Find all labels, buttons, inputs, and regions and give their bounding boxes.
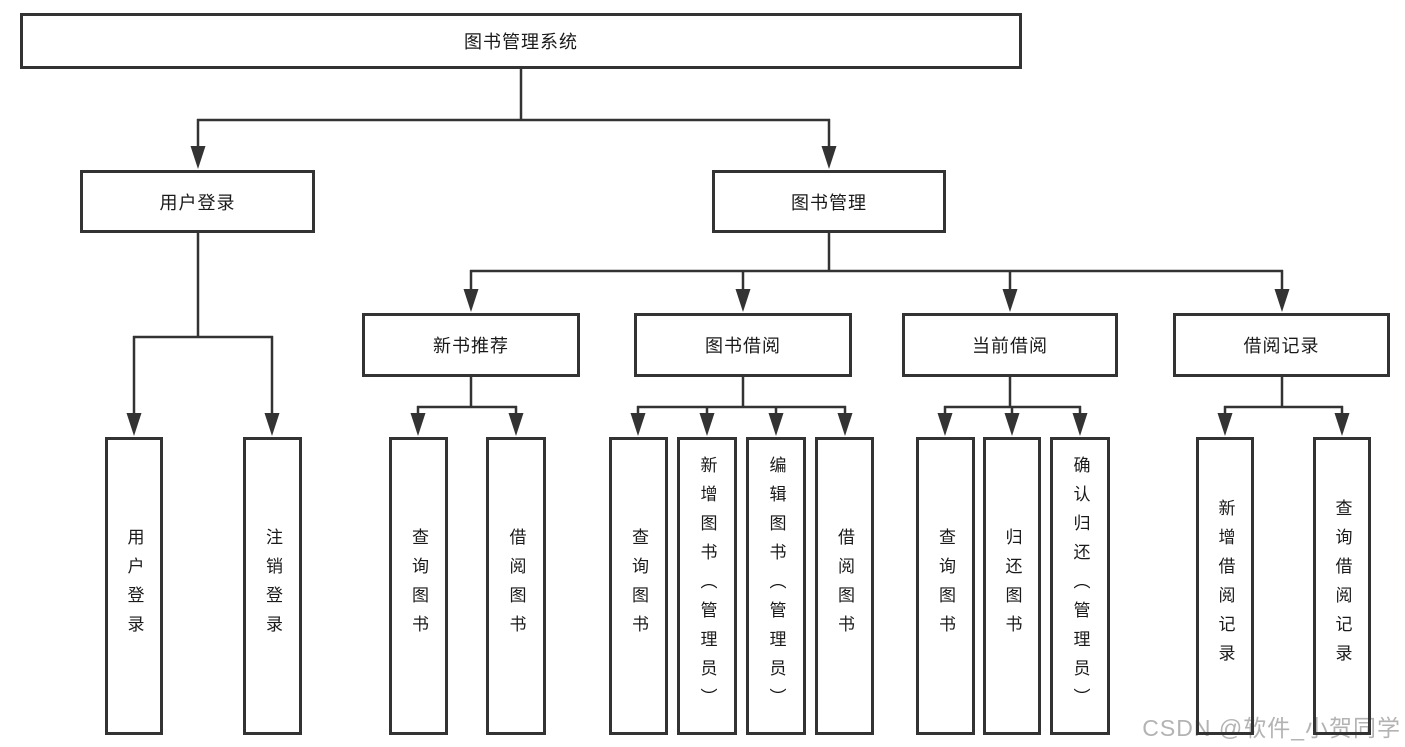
leaf-logout: 注销登录 <box>243 437 302 735</box>
leaf-newbook-query-books: 查询图书 <box>389 437 448 735</box>
leaf-newbook-borrow-books: 借阅图书 <box>486 437 546 735</box>
leaf-add-borrow-record: 新增借阅记录 <box>1196 437 1254 735</box>
leaf-borrow-query-books-label: 查询图书 <box>629 528 648 644</box>
leaf-current-query-books-label: 查询图书 <box>936 528 955 644</box>
leaf-current-query-books: 查询图书 <box>916 437 975 735</box>
node-borrow-records: 借阅记录 <box>1173 313 1390 377</box>
leaf-edit-books-admin-label: 编辑图书（管理员） <box>766 455 786 717</box>
node-book-borrow-label: 图书借阅 <box>705 336 781 356</box>
node-book-borrow: 图书借阅 <box>634 313 852 377</box>
leaf-logout-label: 注销登录 <box>263 528 282 644</box>
leaf-confirm-return-admin: 确认归还（管理员） <box>1050 437 1110 735</box>
leaf-return-books: 归还图书 <box>983 437 1041 735</box>
node-book-management-label: 图书管理 <box>791 192 867 213</box>
connector-records-split <box>1223 377 1344 415</box>
leaf-confirm-return-admin-label: 确认归还（管理员） <box>1070 455 1090 717</box>
connector-newbook-split <box>416 377 518 415</box>
leaf-borrow-books-label: 借阅图书 <box>835 528 854 644</box>
leaf-user-login: 用户登录 <box>105 437 163 735</box>
leaf-borrow-query-books: 查询图书 <box>609 437 668 735</box>
connector-current-split <box>943 377 1082 415</box>
node-new-book-recommend: 新书推荐 <box>362 313 580 377</box>
node-user-login-label: 用户登录 <box>159 192 236 213</box>
leaf-add-books-admin: 新增图书（管理员） <box>677 437 737 735</box>
leaf-add-books-admin-label: 新增图书（管理员） <box>697 455 717 717</box>
connector-root-split <box>196 68 831 148</box>
connector-borrow-split <box>636 377 847 415</box>
arrowheads <box>126 146 1350 436</box>
leaf-return-books-label: 归还图书 <box>1002 528 1022 644</box>
node-user-login: 用户登录 <box>80 170 315 233</box>
leaf-user-login-label: 用户登录 <box>124 528 144 644</box>
node-current-borrow: 当前借阅 <box>902 313 1118 377</box>
watermark-text: CSDN @软件_小贺同学 <box>1142 715 1401 741</box>
leaf-query-borrow-record: 查询借阅记录 <box>1313 437 1371 735</box>
leaf-newbook-borrow-books-label: 借阅图书 <box>506 528 526 644</box>
leaf-borrow-books: 借阅图书 <box>815 437 874 735</box>
node-book-management: 图书管理 <box>712 170 946 233</box>
node-current-borrow-label: 当前借阅 <box>972 336 1048 356</box>
node-library-system-label: 图书管理系统 <box>464 32 578 52</box>
leaf-newbook-query-books-label: 查询图书 <box>409 528 428 644</box>
node-borrow-records-label: 借阅记录 <box>1243 336 1320 356</box>
connector-login-split <box>132 233 274 415</box>
node-library-system: 图书管理系统 <box>20 13 1022 69</box>
connector-management-split <box>469 233 1284 291</box>
node-new-book-recommend-label: 新书推荐 <box>433 336 509 356</box>
leaf-edit-books-admin: 编辑图书（管理员） <box>746 437 806 735</box>
leaf-add-borrow-record-label: 新增借阅记录 <box>1215 499 1235 673</box>
leaf-query-borrow-record-label: 查询借阅记录 <box>1332 499 1352 673</box>
